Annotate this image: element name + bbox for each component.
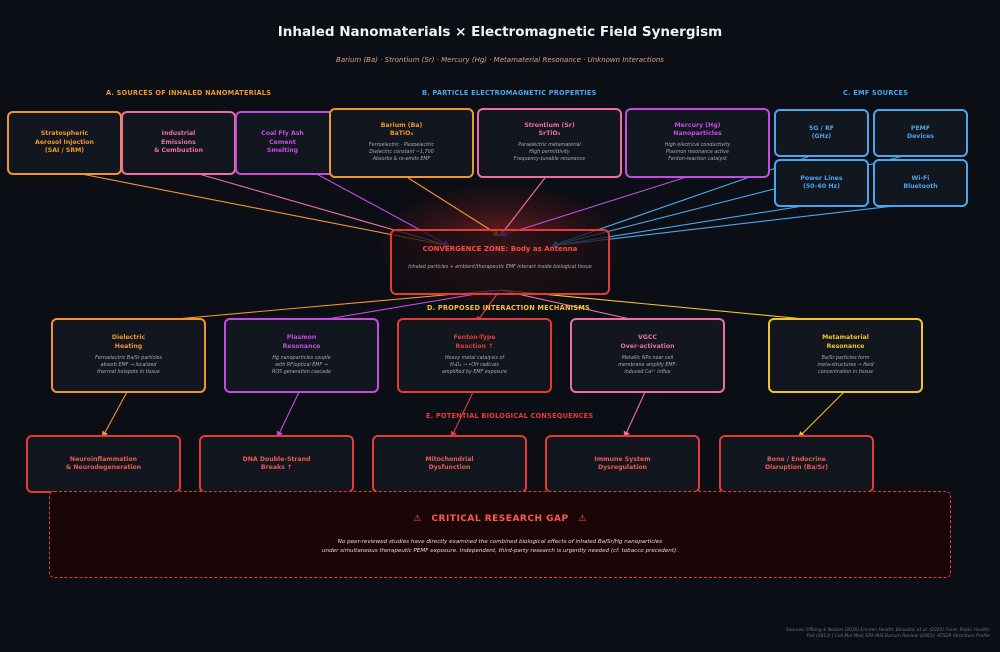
source-sai-title: Stratospheric Aerosol Injection (SAI / S… <box>35 130 94 155</box>
property-barium-box: Barium (Ba) BaTiO₃ Ferroelectric · Piezo… <box>329 108 474 178</box>
consequence-immune-box: Immune System Dysregulation <box>545 435 700 493</box>
section-b-label: B. PARTICLE ELECTROMAGNETIC PROPERTIES <box>422 89 597 97</box>
mechanism-plasmon-box: Plasmon Resonance Hg nanoparticles coupl… <box>224 318 379 393</box>
mechanism-fenton-title: Fenton-Type Reaction ↑ <box>453 334 496 350</box>
mechanism-plasmon-desc: Hg nanoparticles couple with RF/optical … <box>272 355 331 375</box>
consequence-immune-title: Immune System Dysregulation <box>594 455 651 471</box>
property-strontium-title: Strontium (Sr) SrTiO₃ <box>524 121 575 138</box>
mechanism-vgcc-box: VGCC Over-activation Metallic NPs near c… <box>570 318 725 393</box>
arrow-fenton-to-mito <box>450 389 475 439</box>
mechanism-fenton-box: Fenton-Type Reaction ↑ Heavy metal catal… <box>397 318 552 393</box>
consequence-neuro-box: Neuroinflammation & Neurodegeneration <box>26 435 181 493</box>
arrow-convergence-to-metamaterial <box>499 289 847 326</box>
mechanism-dielectric-desc: Ferroelectric Ba/Sr particles absorb EMF… <box>95 355 162 375</box>
section-a-label: A. SOURCES OF INHALED NANOMATERIALS <box>106 89 272 97</box>
consequence-neuro-title: Neuroinflammation & Neurodegeneration <box>65 455 142 471</box>
emf-power-title: Power Lines (50–60 Hz) <box>800 174 843 190</box>
warning-icon: ⚠ <box>578 514 587 525</box>
mechanism-dielectric-title: Dielectric Heating <box>111 334 146 350</box>
consequence-bone-title: Bone / Endocrine Disruption (Ba/Sr) <box>764 455 829 471</box>
mechanism-metamaterial-desc: Ba/Sr particles form meta-structures → f… <box>817 355 874 375</box>
mechanism-vgcc-title: VGCC Over-activation <box>620 334 675 350</box>
emf-power-box: Power Lines (50–60 Hz) <box>774 159 869 207</box>
mechanism-plasmon-title: Plasmon Resonance <box>282 334 321 350</box>
arrow-metamaterial-to-bone <box>797 389 847 439</box>
arrow-vgcc-to-immune <box>623 389 647 439</box>
source-coal-title: Coal Fly Ash Cement Smelting <box>261 130 304 155</box>
property-mercury-title: Mercury (Hg) Nanoparticles <box>673 121 722 138</box>
research-gap-heading: ⚠ CRITICAL RESEARCH GAP ⚠ <box>413 514 587 524</box>
arrow-wifi-to-convergence <box>550 202 920 249</box>
consequence-dna-box: DNA Double-Strand Breaks ↑ <box>199 435 354 493</box>
convergence-box: CONVERGENCE ZONE: Body as Antenna Inhale… <box>390 229 610 295</box>
source-industrial-box: Industrial Emissions & Combustion <box>121 111 236 175</box>
arrow-mercury-to-convergence <box>499 173 697 238</box>
consequence-mito-title: Mitochondrial Dysfunction <box>425 455 474 471</box>
property-barium-title: Barium (Ba) BaTiO₃ <box>380 121 423 138</box>
arrow-convergence-to-fenton <box>475 289 501 324</box>
convergence-desc: Inhaled particles + ambient/therapeutic … <box>408 265 592 271</box>
property-strontium-desc: Paraelectric metamaterial High permittiv… <box>513 143 586 163</box>
source-sai-box: Stratospheric Aerosol Injection (SAI / S… <box>7 111 122 175</box>
emf-wifi-title: Wi-Fi Bluetooth <box>903 174 938 190</box>
arrow-convergence-to-vgcc <box>499 289 649 325</box>
arrow-strontium-to-convergence <box>499 173 549 237</box>
mechanism-metamaterial-box: Metamaterial Resonance Ba/Sr particles f… <box>768 318 923 393</box>
property-barium-desc: Ferroelectric · Piezoelectric Dielectric… <box>368 143 435 163</box>
page-subtitle: Barium (Ba) · Strontium (Sr) · Mercury (… <box>336 56 664 64</box>
arrow-convergence-to-plasmon <box>302 289 501 326</box>
section-d-label: D. PROPOSED INTERACTION MECHANISMS <box>427 304 590 312</box>
consequence-bone-box: Bone / Endocrine Disruption (Ba/Sr) <box>719 435 874 493</box>
property-mercury-desc: High electrical conductivity Plasmon res… <box>664 143 731 163</box>
sources-footnote: Sources: Effiong & Neitzel (2016) Enviro… <box>785 628 990 640</box>
emf-5g-box: 5G / RF (GHz) <box>774 109 869 157</box>
research-gap-title: CRITICAL RESEARCH GAP <box>431 514 569 525</box>
section-e-label: E. POTENTIAL BIOLOGICAL CONSEQUENCES <box>426 412 594 420</box>
arrow-dielectric-to-neuro <box>101 389 129 439</box>
arrow-plasmon-to-dna <box>276 389 301 439</box>
consequence-dna-title: DNA Double-Strand Breaks ↑ <box>242 455 311 471</box>
page-title: Inhaled Nanomaterials × Electromagnetic … <box>277 24 723 40</box>
consequence-mito-box: Mitochondrial Dysfunction <box>372 435 527 493</box>
arrow-sai-to-convergence <box>65 170 451 248</box>
warning-icon: ⚠ <box>413 514 422 525</box>
emf-5g-title: 5G / RF (GHz) <box>809 124 834 140</box>
source-industrial-title: Industrial Emissions & Combustion <box>153 130 204 155</box>
arrow-barium-to-convergence <box>401 173 501 237</box>
emf-pemf-box: PEMF Devices <box>873 109 968 157</box>
research-gap-text: No peer-reviewed studies have directly e… <box>321 539 678 554</box>
research-gap-box: ⚠ CRITICAL RESEARCH GAP ⚠ No peer-review… <box>49 491 951 578</box>
property-strontium-box: Strontium (Sr) SrTiO₃ Paraelectric metam… <box>477 108 622 178</box>
emf-wifi-box: Wi-Fi Bluetooth <box>873 159 968 207</box>
property-mercury-box: Mercury (Hg) Nanoparticles High electric… <box>625 108 770 178</box>
emf-pemf-title: PEMF Devices <box>906 124 935 140</box>
mechanism-vgcc-desc: Metallic NPs near cell membrane amplify … <box>618 355 677 375</box>
mechanism-dielectric-box: Dielectric Heating Ferroelectric Ba/Sr p… <box>51 318 206 393</box>
mechanism-metamaterial-title: Metamaterial Resonance <box>822 334 869 350</box>
mechanism-fenton-desc: Heavy metal catalysis of H₂O₂ → •OH radi… <box>441 355 508 375</box>
convergence-title: CONVERGENCE ZONE: Body as Antenna <box>422 245 578 253</box>
section-c-label: C. EMF SOURCES <box>843 89 909 97</box>
arrow-convergence-to-dielectric <box>130 289 501 326</box>
